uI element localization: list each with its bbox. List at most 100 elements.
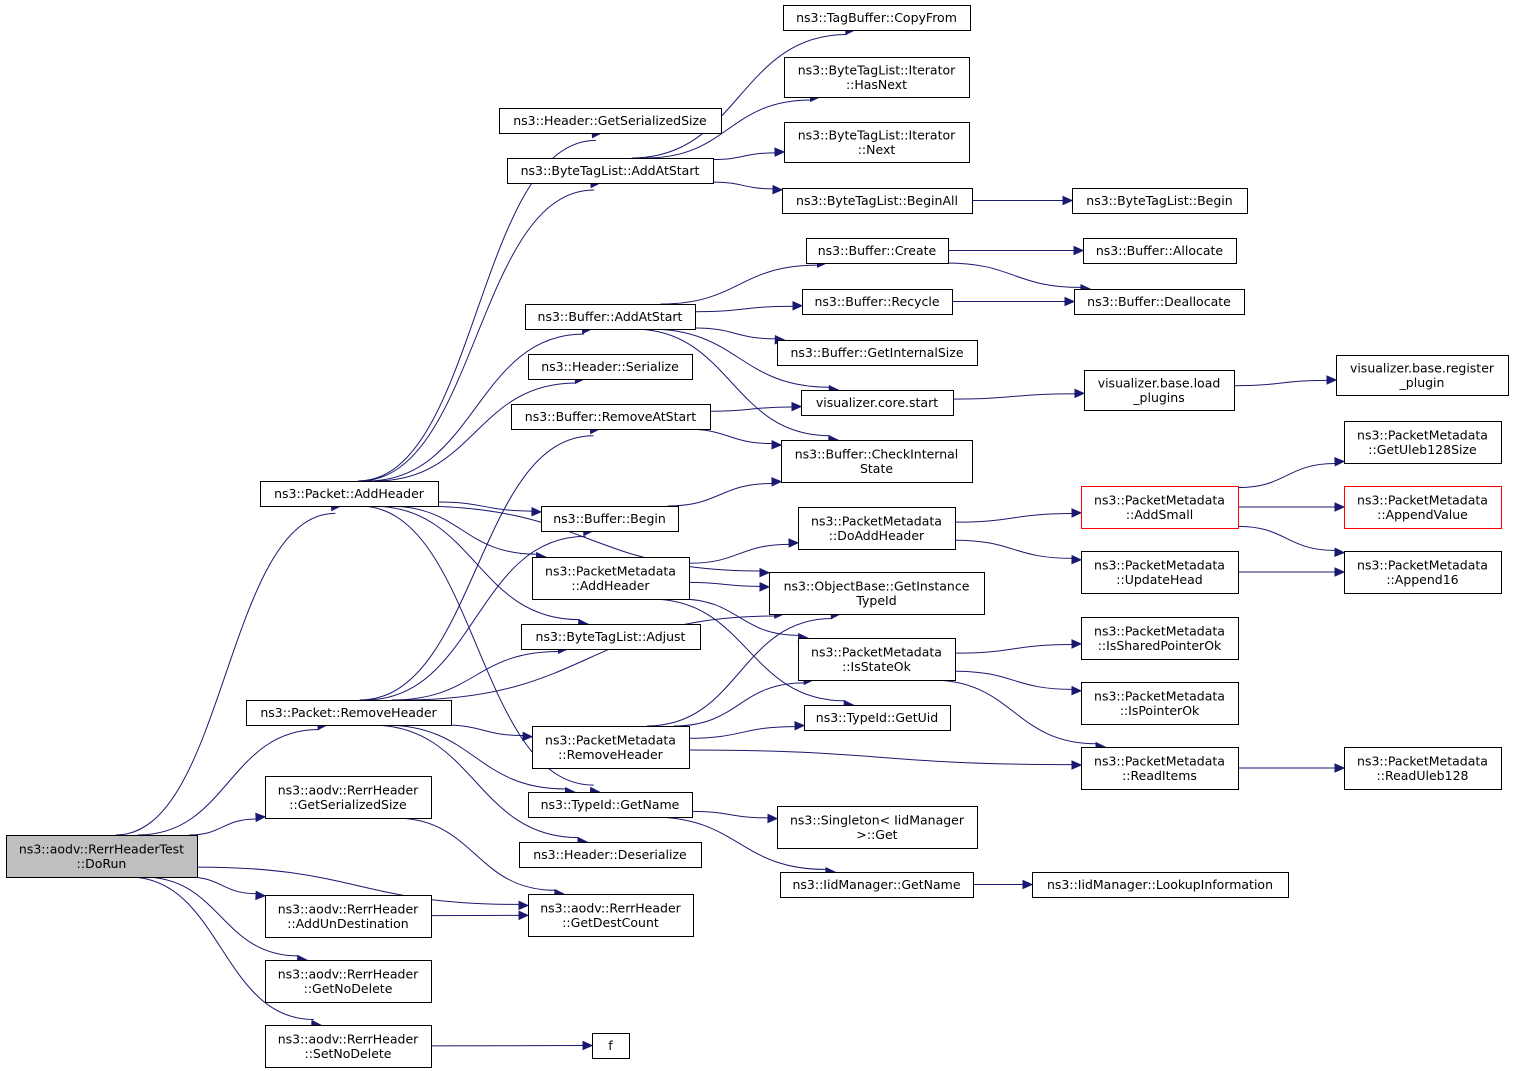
node-rerr_getdestcount[interactable]: ns3::aodv::RerrHeader::GetDestCount [528,894,694,937]
node-rerr_addun[interactable]: ns3::aodv::RerrHeader::AddUnDestination [265,895,432,938]
node-box[interactable] [541,506,679,532]
node-pm_updatehead[interactable]: ns3::PacketMetadata::UpdateHead [1081,551,1239,594]
node-hdr_deserialize[interactable]: ns3::Header::Deserialize [519,842,702,868]
node-rerr_setnodelete[interactable]: ns3::aodv::RerrHeader::SetNoDelete [265,1025,432,1068]
node-box[interactable] [532,557,690,600]
node-viz_registerplugin[interactable]: visualizer.base.register_plugin [1336,355,1509,396]
node-box[interactable] [1074,289,1245,315]
node-box[interactable] [804,705,951,731]
node-btl_begin[interactable]: ns3::ByteTagList::Begin [1072,188,1248,214]
node-btl_it_next[interactable]: ns3::ByteTagList::Iterator::Next [784,122,970,163]
node-box[interactable] [780,872,974,898]
node-box[interactable] [1032,872,1289,898]
node-pm_addsmall[interactable]: ns3::PacketMetadata::AddSmall [1081,486,1239,529]
node-box[interactable] [499,108,722,134]
node-box[interactable] [1081,551,1239,594]
node-pm_appendvalue[interactable]: ns3::PacketMetadata::AppendValue [1344,486,1502,529]
node-typeid_getname[interactable]: ns3::TypeId::GetName [528,792,693,818]
node-pm_ispointerok[interactable]: ns3::PacketMetadata::IsPointerOk [1081,682,1239,725]
node-pm_addheader[interactable]: ns3::PacketMetadata::AddHeader [532,557,690,600]
node-f[interactable]: f [592,1033,630,1059]
node-iid_lookupinfo[interactable]: ns3::IidManager::LookupInformation [1032,872,1289,898]
node-pm_getuleb128size[interactable]: ns3::PacketMetadata::GetUleb128Size [1344,421,1502,464]
node-buf_recycle[interactable]: ns3::Buffer::Recycle [802,289,953,315]
node-box[interactable] [521,624,701,650]
node-tb_copyfrom[interactable]: ns3::TagBuffer::CopyFrom [783,5,971,31]
node-buf_deallocate[interactable]: ns3::Buffer::Deallocate [1074,289,1245,315]
node-box[interactable] [1072,188,1248,214]
node-box[interactable] [1081,682,1239,725]
node-btl_beginall[interactable]: ns3::ByteTagList::BeginAll [782,188,973,214]
node-box[interactable] [1344,747,1502,790]
node-box[interactable] [1083,238,1237,264]
node-box[interactable] [260,481,439,507]
node-box[interactable] [1344,551,1502,594]
node-buf_addatstart[interactable]: ns3::Buffer::AddAtStart [525,304,696,330]
node-box[interactable] [1344,421,1502,464]
node-pm_isstateok[interactable]: ns3::PacketMetadata::IsStateOk [798,638,956,681]
node-pkt_addheader[interactable]: ns3::Packet::AddHeader [260,481,439,507]
node-btl_it_hasnext[interactable]: ns3::ByteTagList::Iterator::HasNext [784,57,970,98]
node-box[interactable] [592,1033,630,1059]
node-box[interactable] [1081,617,1239,660]
node-box[interactable] [1336,355,1509,396]
node-buf_begin[interactable]: ns3::Buffer::Begin [541,506,679,532]
node-box[interactable] [246,700,452,726]
node-viz_loadplugins[interactable]: visualizer.base.load_plugins [1084,370,1235,411]
node-dorun[interactable]: ns3::aodv::RerrHeaderTest::DoRun [6,835,198,878]
node-btl_adjust[interactable]: ns3::ByteTagList::Adjust [521,624,701,650]
node-box[interactable] [265,960,432,1003]
node-box[interactable] [1081,747,1239,790]
node-box[interactable] [783,5,971,31]
node-box[interactable] [507,158,714,184]
node-singleton_get[interactable]: ns3::Singleton< IidManager >::Get [777,806,978,849]
node-box[interactable] [1081,486,1239,529]
node-box[interactable] [798,507,956,550]
node-box[interactable] [265,776,432,819]
node-box[interactable] [784,57,970,98]
node-box[interactable] [801,390,954,416]
node-box[interactable] [519,842,702,868]
node-pm_readitems[interactable]: ns3::PacketMetadata::ReadItems [1081,747,1239,790]
node-box[interactable] [1344,486,1502,529]
node-box[interactable] [802,289,953,315]
node-box[interactable] [777,340,978,366]
node-hdr_getsersize[interactable]: ns3::Header::GetSerializedSize [499,108,722,134]
node-pm_issharedpointerok[interactable]: ns3::PacketMetadata::IsSharedPointerOk [1081,617,1239,660]
node-box[interactable] [265,895,432,938]
node-viz_core_start[interactable]: visualizer.core.start [801,390,954,416]
node-pm_readuleb128[interactable]: ns3::PacketMetadata::ReadUleb128 [1344,747,1502,790]
node-buf_removeatstart[interactable]: ns3::Buffer::RemoveAtStart [511,404,711,430]
node-box[interactable] [528,894,694,937]
node-box[interactable] [781,440,973,483]
node-iid_getname[interactable]: ns3::IidManager::GetName [780,872,974,898]
node-box[interactable] [525,304,696,330]
node-pm_removeheader[interactable]: ns3::PacketMetadata::RemoveHeader [532,726,690,769]
node-rerr_getsersize[interactable]: ns3::aodv::RerrHeader::GetSerializedSize [265,776,432,819]
node-box[interactable] [1084,370,1235,411]
node-box[interactable] [798,638,956,681]
node-btl_addatstart[interactable]: ns3::ByteTagList::AddAtStart [507,158,714,184]
node-box[interactable] [782,188,973,214]
node-typeid_getuid[interactable]: ns3::TypeId::GetUid [804,705,951,731]
node-box[interactable] [528,792,693,818]
node-box[interactable] [806,238,949,264]
node-buf_getinternalsize[interactable]: ns3::Buffer::GetInternalSize [777,340,978,366]
node-box[interactable] [6,835,198,878]
node-box[interactable] [769,572,985,615]
node-rerr_getnodelete[interactable]: ns3::aodv::RerrHeader::GetNoDelete [265,960,432,1003]
node-pm_append16[interactable]: ns3::PacketMetadata::Append16 [1344,551,1502,594]
node-box[interactable] [265,1025,432,1068]
node-box[interactable] [784,122,970,163]
node-box[interactable] [528,354,693,380]
node-buf_allocate[interactable]: ns3::Buffer::Allocate [1083,238,1237,264]
node-buf_create[interactable]: ns3::Buffer::Create [806,238,949,264]
node-box[interactable] [532,726,690,769]
node-box[interactable] [511,404,711,430]
node-pkt_removeheader[interactable]: ns3::Packet::RemoveHeader [246,700,452,726]
node-pm_doaddheader[interactable]: ns3::PacketMetadata::DoAddHeader [798,507,956,550]
node-box[interactable] [777,806,978,849]
node-hdr_serialize[interactable]: ns3::Header::Serialize [528,354,693,380]
